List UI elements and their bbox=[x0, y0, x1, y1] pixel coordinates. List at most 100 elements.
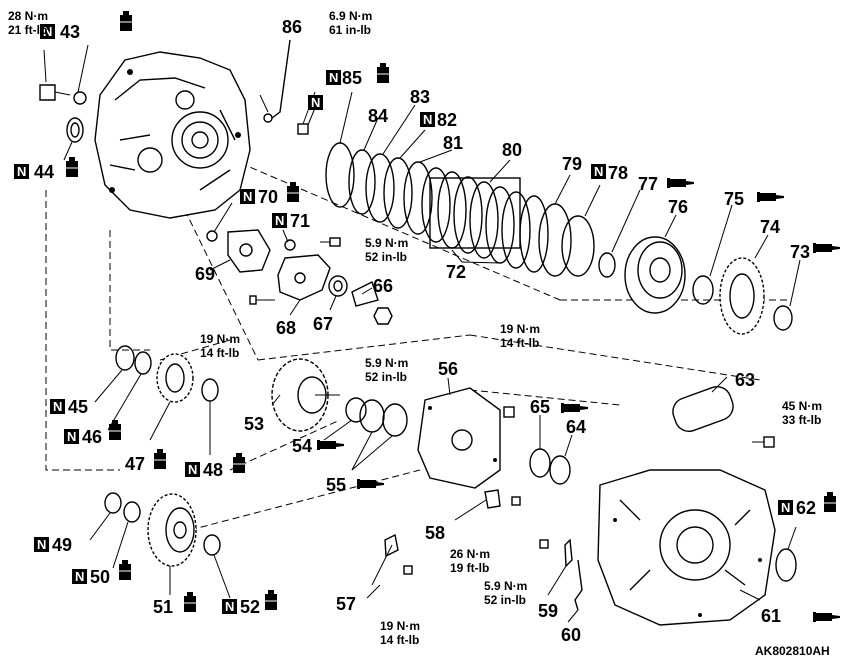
torque-6-9-nm: 6.9 N·m bbox=[329, 9, 372, 23]
callout-80: 80 bbox=[502, 140, 522, 160]
ring-46 bbox=[134, 351, 152, 375]
oring-62 bbox=[775, 548, 797, 582]
callout-55: 55 bbox=[326, 475, 346, 495]
svg-text:N: N bbox=[53, 399, 62, 414]
torque-28-nm: 28 N·m bbox=[8, 9, 48, 23]
svg-text:N: N bbox=[67, 429, 76, 444]
callout-64: 64 bbox=[566, 417, 586, 437]
svg-text:N: N bbox=[37, 537, 46, 552]
callout-69: 69 bbox=[195, 264, 215, 284]
torque-5-9-a-nm: 5.9 N·m bbox=[365, 236, 408, 250]
callout-79: 79 bbox=[562, 154, 582, 174]
torque-45-nm: 45 N·m bbox=[782, 399, 822, 413]
callout-49: 49 bbox=[52, 535, 72, 555]
svg-text:N: N bbox=[243, 189, 252, 204]
gear-47 bbox=[156, 353, 194, 403]
svg-text:N: N bbox=[75, 569, 84, 584]
torque-5-9-c-imp: 52 in-lb bbox=[484, 593, 526, 607]
svg-text:N: N bbox=[17, 164, 26, 179]
bolt-5-9-a bbox=[320, 237, 341, 247]
callout-76: 76 bbox=[668, 197, 688, 217]
torque-19-a-nm: 19 N·m bbox=[200, 332, 240, 346]
part-86 bbox=[263, 39, 291, 123]
callout-78: 78 bbox=[608, 163, 628, 183]
callout-63: 63 bbox=[735, 370, 755, 390]
callout-54: 54 bbox=[292, 436, 312, 456]
callout-47: 47 bbox=[125, 454, 145, 474]
new-part-marks: N N N N N N N N N N N N N N N bbox=[14, 24, 793, 614]
callout-43: 43 bbox=[60, 22, 80, 42]
callout-71: 71 bbox=[290, 211, 310, 231]
seals-64-65 bbox=[529, 448, 571, 485]
torque-5-9-a-imp: 52 in-lb bbox=[365, 250, 407, 264]
callout-46: 46 bbox=[82, 427, 102, 447]
ring-48 bbox=[201, 378, 219, 402]
bracket-57 bbox=[371, 533, 413, 586]
bolt-69 bbox=[249, 295, 275, 305]
bolt-19-a bbox=[503, 406, 515, 418]
callout-61: 61 bbox=[761, 606, 781, 626]
callout-62: 62 bbox=[796, 498, 816, 518]
callout-74: 74 bbox=[760, 217, 780, 237]
torque-19-c-nm: 19 N·m bbox=[380, 619, 420, 633]
callout-52: 52 bbox=[240, 597, 260, 617]
callout-59: 59 bbox=[538, 601, 558, 621]
callout-44: 44 bbox=[34, 162, 54, 182]
rings-54-55 bbox=[345, 397, 408, 437]
torque-specs: 28 N·m 21 ft-lb 6.9 N·m 61 in-lb 5.9 N·m… bbox=[8, 9, 822, 647]
torque-19-b-imp: 14 ft-lb bbox=[500, 336, 539, 350]
callout-51: 51 bbox=[153, 597, 173, 617]
torque-19-a-imp: 14 ft-lb bbox=[200, 346, 239, 360]
callout-82: 82 bbox=[437, 110, 457, 130]
callout-73: 73 bbox=[790, 242, 810, 262]
cover-68 bbox=[277, 254, 331, 301]
callout-57: 57 bbox=[336, 594, 356, 614]
gasket-63 bbox=[672, 386, 734, 432]
callout-77: 77 bbox=[638, 174, 658, 194]
ring-49 bbox=[104, 492, 122, 514]
callout-48: 48 bbox=[203, 460, 223, 480]
callout-70: 70 bbox=[258, 187, 278, 207]
housing-56 bbox=[417, 387, 501, 489]
callout-86: 86 bbox=[282, 17, 302, 37]
ring-50 bbox=[123, 501, 141, 523]
pump-69 bbox=[227, 229, 271, 273]
callout-numbers: 43 44 86 85 84 83 82 81 80 79 78 77 76 7… bbox=[34, 17, 816, 645]
svg-text:N: N bbox=[188, 462, 197, 477]
clutch-drum-76 bbox=[624, 236, 686, 314]
callout-85: 85 bbox=[342, 68, 362, 88]
callout-53: 53 bbox=[244, 414, 264, 434]
callout-50: 50 bbox=[90, 567, 110, 587]
callout-60: 60 bbox=[561, 625, 581, 645]
gear-53 bbox=[271, 358, 340, 432]
torque-6-9-imp: 61 in-lb bbox=[329, 23, 371, 37]
callout-65: 65 bbox=[530, 397, 550, 417]
torque-5-9-b-imp: 52 in-lb bbox=[365, 370, 407, 384]
torque-19-c-imp: 14 ft-lb bbox=[380, 633, 419, 647]
torque-28-imp: 21 ft-lb bbox=[8, 23, 47, 37]
bracket-59-60 bbox=[539, 538, 583, 611]
torque-26-nm: 26 N·m bbox=[450, 547, 490, 561]
callout-83: 83 bbox=[410, 87, 430, 107]
callout-56: 56 bbox=[438, 359, 458, 379]
svg-text:N: N bbox=[225, 599, 234, 614]
ring-52 bbox=[203, 534, 221, 556]
svg-text:N: N bbox=[275, 213, 284, 228]
sensor-58 bbox=[484, 489, 521, 509]
bolt-43-area bbox=[39, 49, 87, 105]
case-61 bbox=[597, 469, 776, 626]
thrust-washer-77 bbox=[598, 252, 616, 278]
svg-text:N: N bbox=[594, 164, 603, 179]
gear-74 bbox=[719, 257, 765, 335]
torque-5-9-c-nm: 5.9 N·m bbox=[484, 579, 527, 593]
oring-71 bbox=[284, 239, 296, 251]
callout-66: 66 bbox=[373, 276, 393, 296]
svg-text:N: N bbox=[43, 24, 52, 39]
figure-code: AK802810AH bbox=[755, 644, 830, 658]
torque-26-imp: 19 ft-lb bbox=[450, 561, 489, 575]
torque-5-9-b-nm: 5.9 N·m bbox=[365, 356, 408, 370]
callout-84: 84 bbox=[368, 106, 388, 126]
clutch-pack bbox=[325, 142, 595, 277]
oring-70 bbox=[206, 230, 218, 242]
callout-45: 45 bbox=[68, 397, 88, 417]
